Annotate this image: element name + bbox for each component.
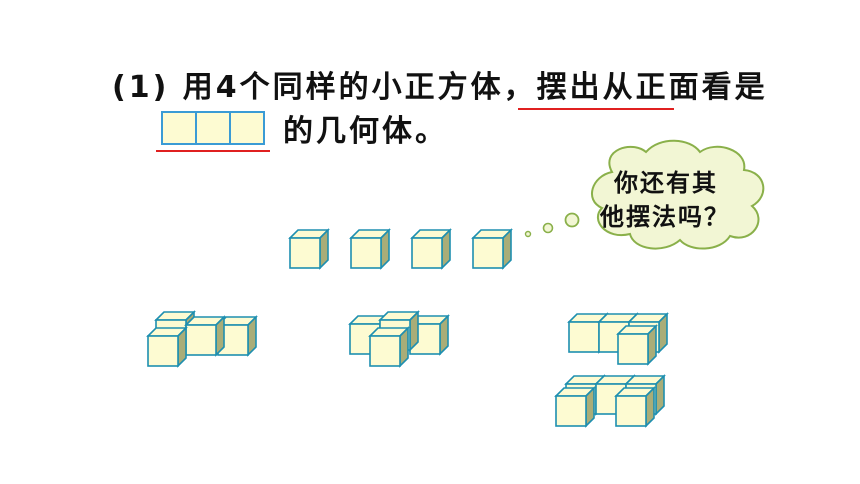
front-view-figure bbox=[161, 111, 265, 145]
question-line-2: 的几何体。 bbox=[283, 114, 448, 149]
bubble-line-1: 你还有其 bbox=[614, 169, 718, 197]
question-line-1: (1) 用4个同样的小正方体，摆出从正面看是 bbox=[112, 70, 768, 105]
thought-bubble bbox=[591, 139, 765, 250]
arrangement-4 bbox=[555, 375, 665, 427]
bubble-line-2: 他摆法吗？ bbox=[600, 203, 730, 231]
arrangement-3 bbox=[568, 313, 668, 365]
thought-bubble-text: 你还有其 他摆法吗？ bbox=[600, 166, 750, 234]
arrangement-2 bbox=[349, 311, 449, 367]
single-cube bbox=[289, 229, 329, 269]
underline-front-view-phrase bbox=[518, 108, 674, 110]
single-cube bbox=[350, 229, 390, 269]
arrangement-1 bbox=[147, 311, 257, 367]
thought-dots bbox=[524, 212, 580, 238]
single-cubes-row bbox=[289, 229, 512, 269]
single-cube bbox=[411, 229, 451, 269]
single-cube bbox=[472, 229, 512, 269]
